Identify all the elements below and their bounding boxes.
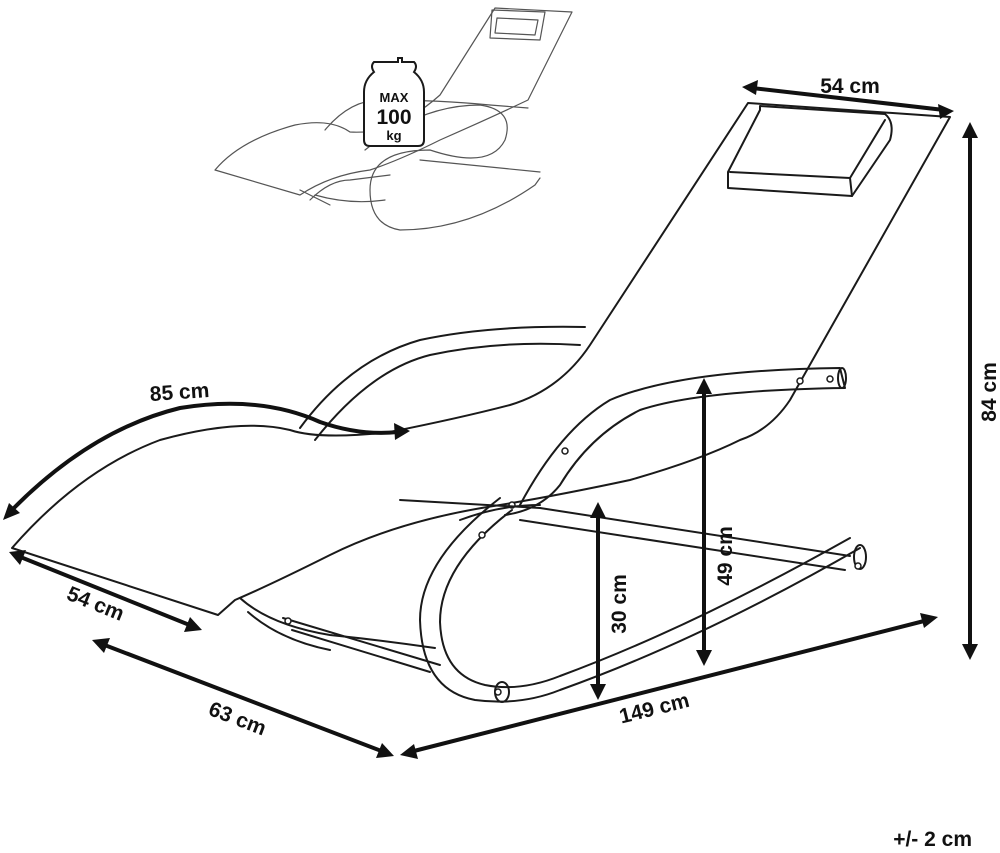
- dim-label-seat-curve-length: 85 cm: [149, 379, 210, 406]
- dim-label-headrest-width: 54 cm: [820, 75, 880, 98]
- main-lounger: [11, 102, 951, 703]
- weight-unit-label: kg: [386, 128, 401, 143]
- tolerance-note: +/- 2 cm: [893, 828, 972, 851]
- dim-label-seat-height: 30 cm: [608, 574, 631, 634]
- dim-label-armrest-height: 49 cm: [714, 526, 737, 586]
- weight-value-label: 100: [376, 106, 411, 129]
- weight-icon: MAX 100 kg: [363, 57, 425, 147]
- thumbnail-lounger: [214, 7, 573, 231]
- weight-max-label: MAX: [380, 90, 409, 105]
- dim-label-total-height: 84 cm: [978, 362, 1000, 422]
- dimension-arrows: [3, 80, 978, 759]
